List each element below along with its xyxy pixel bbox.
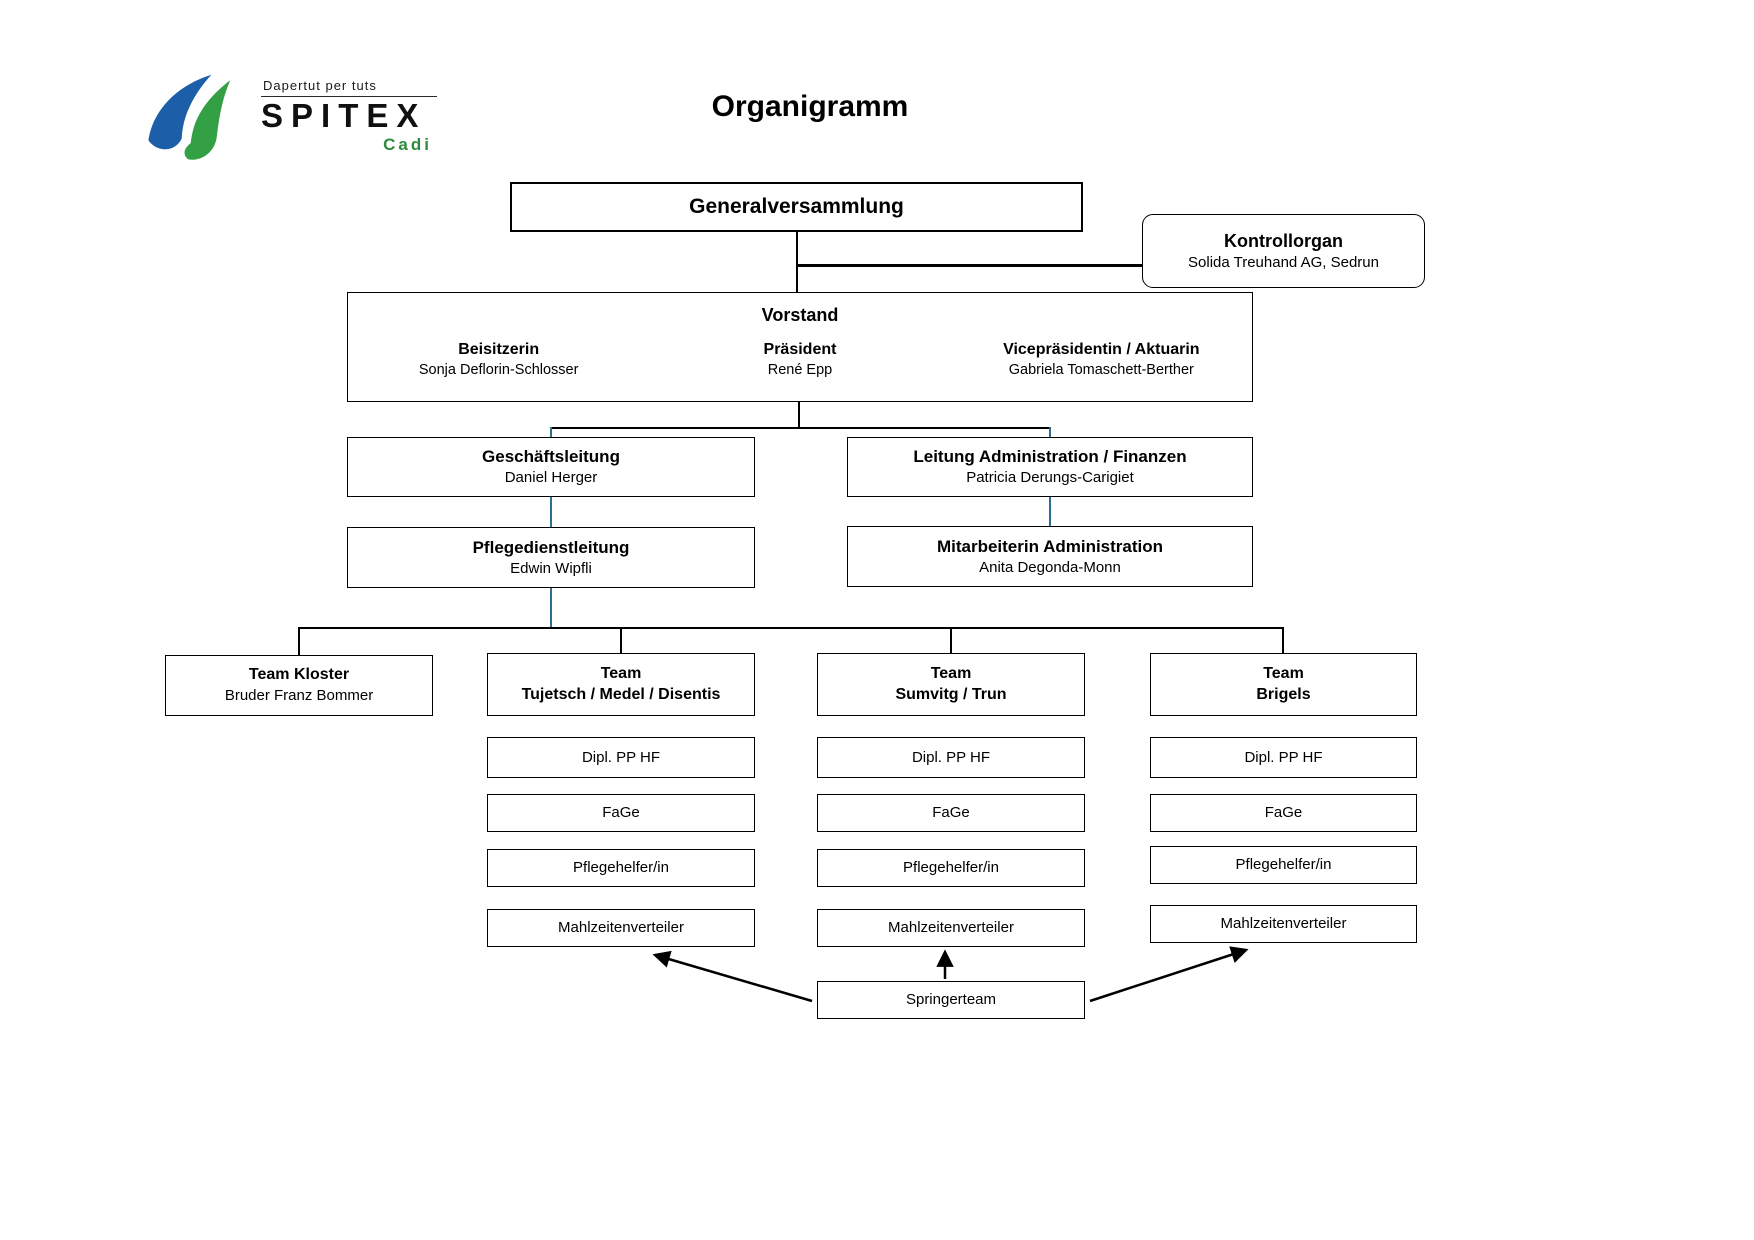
generalversammlung-title: Generalversammlung	[689, 195, 904, 219]
node-leitung-administration: Leitung Administration / Finanzen Patric…	[847, 437, 1253, 497]
team-title: Team	[1263, 664, 1304, 682]
role-label: Dipl. PP HF	[581, 748, 661, 766]
member-role: Beisitzerin	[458, 341, 540, 359]
connector-vorstand-stem	[798, 402, 800, 428]
connector-vorstand-split-bar	[550, 427, 1051, 429]
node-role-pflegehelfer-sumvitg: Pflegehelfer/in	[817, 849, 1085, 887]
node-team-brigels: Team Brigels	[1150, 653, 1417, 716]
node-role-fage-sumvitg: FaGe	[817, 794, 1085, 832]
vorstand-member-beisitzerin: Beisitzerin Sonja Deflorin-Schlosser	[348, 340, 649, 380]
role-label: Pflegehelfer/in	[1235, 856, 1332, 874]
node-role-dipl-pp-hf-brigels: Dipl. PP HF	[1150, 737, 1417, 778]
logo-brand: SPITEX	[261, 97, 427, 134]
node-team-sumvitg: Team Sumvitg / Trun	[817, 653, 1085, 716]
node-role-fage-tujetsch: FaGe	[487, 794, 755, 832]
connector-drop-team-sumvitg	[950, 627, 952, 653]
role-label: Pflegehelfer/in	[903, 859, 999, 877]
node-vorstand: Vorstand Beisitzerin Sonja Deflorin-Schl…	[347, 292, 1253, 402]
team-title: Team	[930, 664, 972, 682]
team-subtitle: Brigels	[1256, 685, 1311, 703]
team-title: Team Kloster	[248, 666, 350, 684]
vorstand-member-vicepraesidentin: Vicepräsidentin / Aktuarin Gabriela Toma…	[951, 340, 1252, 380]
spitex-logo: Dapertut per tuts SPITEX Cadi	[143, 72, 437, 162]
node-pflegedienstleitung: Pflegedienstleitung Edwin Wipfli	[347, 527, 755, 588]
leitung-administration-name: Patricia Derungs-Carigiet	[966, 469, 1134, 487]
member-role: Vicepräsidentin / Aktuarin	[1003, 341, 1200, 359]
role-label: Dipl. PP HF	[1244, 748, 1323, 766]
connector-teams-bus	[298, 627, 1284, 629]
arrow-springerteam-to-tujetsch	[652, 950, 813, 1003]
node-role-fage-brigels: FaGe	[1150, 794, 1417, 832]
node-springerteam: Springerteam	[817, 981, 1085, 1019]
kontrollorgan-subtitle: Solida Treuhand AG, Sedrun	[1188, 253, 1379, 271]
role-label: Dipl. PP HF	[911, 748, 991, 766]
node-team-tujetsch: Team Tujetsch / Medel / Disentis	[487, 653, 755, 716]
logo-divider	[261, 96, 437, 97]
kontrollorgan-title: Kontrollorgan	[1224, 230, 1343, 251]
node-role-mahlzeitenverteiler-brigels: Mahlzeitenverteiler	[1150, 905, 1417, 943]
member-name: René Epp	[767, 362, 833, 379]
node-role-mahlzeitenverteiler-sumvitg: Mahlzeitenverteiler	[817, 909, 1085, 947]
arrow-springerteam-to-brigels	[1089, 946, 1249, 1003]
connector-drop-team-tujetsch	[620, 627, 622, 653]
spitex-logo-icon	[148, 74, 231, 160]
node-kontrollorgan: Kontrollorgan Solida Treuhand AG, Sedrun	[1142, 214, 1425, 288]
connector-stub-geschaeftsleitung	[550, 427, 552, 437]
springerteam-title: Springerteam	[905, 991, 997, 1009]
node-role-pflegehelfer-tujetsch: Pflegehelfer/in	[487, 849, 755, 887]
mitarbeiterin-administration-title: Mitarbeiterin Administration	[936, 536, 1164, 556]
node-geschaeftsleitung: Geschäftsleitung Daniel Herger	[347, 437, 755, 497]
page-title: Organigramm	[711, 90, 909, 123]
connector-drop-team-kloster	[298, 627, 300, 655]
node-role-dipl-pp-hf-tujetsch: Dipl. PP HF	[487, 737, 755, 778]
node-generalversammlung: Generalversammlung	[510, 182, 1083, 232]
team-subtitle: Tujetsch / Medel / Disentis	[521, 685, 721, 703]
connector-stub-leitung-administration	[1049, 427, 1051, 437]
node-mitarbeiterin-administration: Mitarbeiterin Administration Anita Degon…	[847, 526, 1253, 587]
member-role: Präsident	[763, 341, 837, 359]
team-subtitle: Bruder Franz Bommer	[224, 687, 374, 705]
role-label: Mahlzeitenverteiler	[888, 919, 1014, 937]
logo-text-block: Dapertut per tuts SPITEX Cadi	[261, 72, 437, 155]
pflegedienstleitung-title: Pflegedienstleitung	[472, 537, 630, 557]
geschaeftsleitung-title: Geschäftsleitung	[482, 447, 620, 467]
leitung-administration-title: Leitung Administration / Finanzen	[913, 447, 1187, 467]
connector-generalversammlung-vorstand	[796, 232, 798, 292]
role-label: Mahlzeitenverteiler	[1220, 915, 1347, 933]
vorstand-members-row: Beisitzerin Sonja Deflorin-Schlosser Prä…	[348, 340, 1252, 380]
node-role-pflegehelfer-brigels: Pflegehelfer/in	[1150, 846, 1417, 884]
role-label: FaGe	[602, 804, 640, 822]
role-label: FaGe	[932, 804, 970, 822]
mitarbeiterin-administration-name: Anita Degonda-Monn	[979, 558, 1121, 576]
role-label: Pflegehelfer/in	[573, 859, 669, 877]
node-team-kloster: Team Kloster Bruder Franz Bommer	[165, 655, 433, 716]
member-name: Sonja Deflorin-Schlosser	[418, 362, 579, 379]
connector-pflegedienstleitung-bus	[550, 588, 552, 628]
role-label: FaGe	[1264, 804, 1303, 822]
node-role-dipl-pp-hf-sumvitg: Dipl. PP HF	[817, 737, 1085, 778]
logo-tagline: Dapertut per tuts	[263, 78, 377, 93]
connector-leitung-mitarbeiterin	[1049, 497, 1051, 526]
member-name: Gabriela Tomaschett-Berther	[1008, 362, 1194, 379]
vorstand-title: Vorstand	[761, 305, 839, 325]
logo-region: Cadi	[383, 134, 432, 154]
connector-drop-team-brigels	[1282, 627, 1284, 653]
connector-kontrollorgan-branch	[796, 264, 1142, 267]
vorstand-member-praesident: Präsident René Epp	[649, 340, 950, 380]
team-title: Team	[600, 664, 642, 682]
geschaeftsleitung-name: Daniel Herger	[504, 469, 598, 487]
pflegedienstleitung-name: Edwin Wipfli	[510, 559, 592, 577]
node-role-mahlzeitenverteiler-tujetsch: Mahlzeitenverteiler	[487, 909, 755, 947]
team-subtitle: Sumvitg / Trun	[895, 685, 1007, 703]
connector-geschaeftsleitung-pflegedienstleitung	[550, 497, 552, 527]
role-label: Mahlzeitenverteiler	[558, 919, 684, 937]
